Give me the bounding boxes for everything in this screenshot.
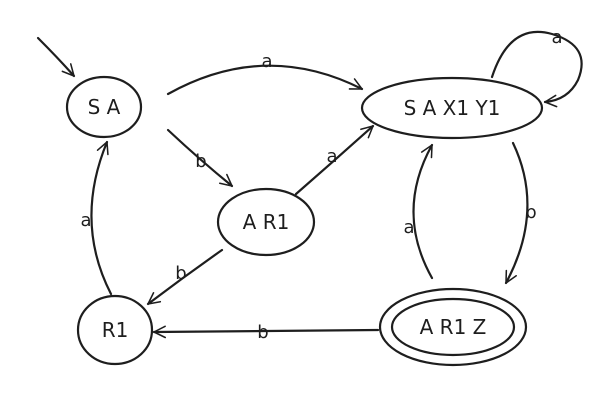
state-s2[interactable]: A R1 <box>216 187 316 257</box>
state-s4[interactable]: A R1 Z <box>378 287 528 367</box>
transition-label: b <box>195 151 206 172</box>
transition-label: a <box>551 27 562 48</box>
transition-arrow <box>412 143 434 280</box>
transition-arrow <box>146 248 224 306</box>
state-node <box>216 187 316 257</box>
transition-label: a <box>261 51 272 72</box>
transition-label: b <box>175 263 186 284</box>
transition-arrow <box>90 140 113 296</box>
transition-s3-s0: a <box>80 140 113 296</box>
transition-arrow <box>504 141 529 285</box>
state-label: A R1 <box>243 210 290 234</box>
state-label: R1 <box>102 318 129 342</box>
transition-label: a <box>80 210 91 231</box>
state-label: A R1 Z <box>420 315 487 339</box>
transition-arrow <box>294 124 375 196</box>
transition-s2-s3: b <box>146 248 224 306</box>
state-s3[interactable]: R1 <box>76 294 154 366</box>
state-node <box>65 75 143 139</box>
transition-s1-s4: b <box>504 141 537 285</box>
state-node-inner <box>390 297 516 357</box>
transition-s0-s2: b <box>166 128 234 188</box>
transition-label: a <box>403 217 414 238</box>
transition-arrow <box>166 128 234 188</box>
transition-label: b <box>257 322 268 343</box>
state-node <box>76 294 154 366</box>
state-s1[interactable]: S A X1 Y1 <box>360 76 544 140</box>
state-s0[interactable]: S A <box>65 75 143 139</box>
state-node <box>360 76 544 140</box>
transition-arrow <box>152 325 380 339</box>
transition-s4-s1: a <box>403 143 434 280</box>
state-label: S A <box>88 95 121 119</box>
transition-arrow <box>166 64 364 96</box>
state-node-outer <box>378 287 528 367</box>
state-label: S A X1 Y1 <box>404 96 501 120</box>
transition-s2-s1: a <box>294 124 375 196</box>
transition-label: b <box>525 202 536 223</box>
transition-s0-s1: a <box>166 51 364 96</box>
transition-s1-self: a <box>490 27 583 108</box>
transition-label: a <box>326 146 337 167</box>
transition-s4-s3: b <box>152 322 380 343</box>
initial-arrow <box>36 36 76 78</box>
transition-arrow <box>490 30 583 108</box>
